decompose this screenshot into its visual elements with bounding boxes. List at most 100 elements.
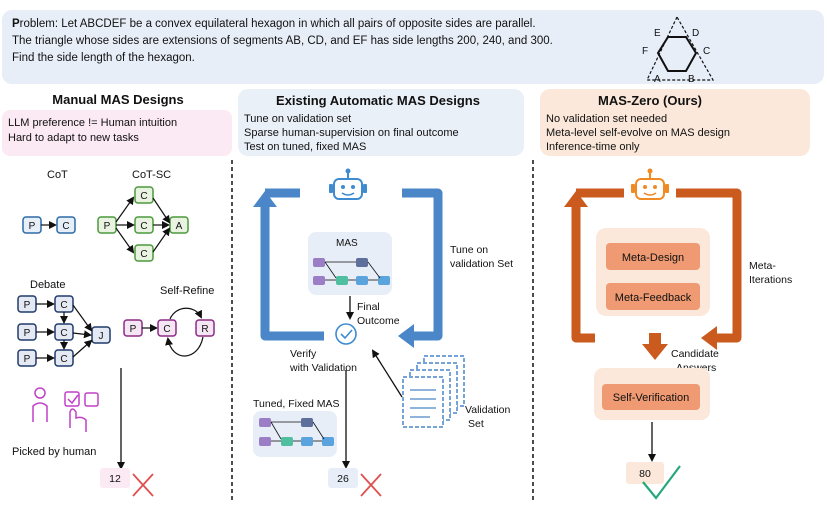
cot-diagram: P C xyxy=(22,216,76,234)
zero-success-check-icon xyxy=(642,465,681,500)
meta-design-box xyxy=(606,243,700,270)
mas-box xyxy=(308,232,392,295)
svg-text:P: P xyxy=(24,328,31,339)
svg-text:A: A xyxy=(176,221,183,232)
hex-label-f: F xyxy=(642,46,648,57)
robot-icon xyxy=(631,168,669,200)
selfrefine-diagram: P C R xyxy=(123,307,215,357)
meta-feedback-label: Meta-Feedback xyxy=(615,292,692,304)
meta-loop-arrow-left xyxy=(571,205,595,343)
hex-label-c: C xyxy=(703,46,710,57)
existing-score-box xyxy=(328,468,358,488)
tune-loop-arrow-right xyxy=(402,188,443,341)
candidate-arrow-shaft xyxy=(649,333,661,345)
tune-loop-arrowhead xyxy=(398,324,414,348)
hexagon-figure: A B C D E F xyxy=(642,15,715,85)
human-picker-icon xyxy=(32,387,99,432)
existing-bullet-1: Tune on validation set xyxy=(244,113,351,125)
robot-icon xyxy=(329,168,367,200)
picked-by-human-label: Picked by human xyxy=(12,446,96,458)
final-outcome-label-1: Final xyxy=(357,301,380,313)
existing-score: 26 xyxy=(337,473,349,485)
svg-text:J: J xyxy=(99,331,104,342)
tune-label-1: Tune on xyxy=(450,244,488,256)
debate-label: Debate xyxy=(30,279,65,291)
problem-line-1: Problem: Let ABCDEF be a convex equilate… xyxy=(12,18,536,30)
zero-bullet-2: Meta-level self-evolve on MAS design xyxy=(546,127,730,139)
existing-bullet-3: Test on tuned, fixed MAS xyxy=(244,141,366,153)
zero-score: 80 xyxy=(639,468,651,480)
zero-bullets-box xyxy=(540,89,810,156)
cot-label: CoT xyxy=(47,169,68,181)
existing-bullet-2: Sparse human-supervision on final outcom… xyxy=(244,127,459,139)
hex-label-b: B xyxy=(688,74,695,85)
manual-bullet-2: Hard to adapt to new tasks xyxy=(8,132,139,144)
debate-diagram: P P P C C C J xyxy=(17,295,111,367)
hex-label-a: A xyxy=(654,74,661,85)
svg-text:C: C xyxy=(140,221,147,232)
selfrefine-label: Self-Refine xyxy=(160,285,214,297)
tune-label-2: validation Set xyxy=(450,258,513,270)
svg-text:P: P xyxy=(29,221,36,232)
cotsc-label: CoT-SC xyxy=(132,169,171,181)
meta-iterations-label-1: Meta- xyxy=(749,260,776,272)
manual-title: Manual MAS Designs xyxy=(52,92,183,107)
zero-title: MAS-Zero (Ours) xyxy=(598,93,702,108)
meta-design-label: Meta-Design xyxy=(622,252,684,264)
hex-label-d: D xyxy=(692,28,699,39)
tuned-mas-box xyxy=(253,411,337,457)
svg-text:P: P xyxy=(104,221,111,232)
self-verification-box xyxy=(602,384,700,410)
hex-label-e: E xyxy=(654,28,661,39)
validation-set-label-2: Set xyxy=(468,418,484,430)
manual-bullets-box xyxy=(2,110,232,156)
problem-box xyxy=(2,10,824,84)
svg-text:C: C xyxy=(140,191,147,202)
verify-loop-arrow-left xyxy=(260,205,324,341)
problem-line-2: The triangle whose sides are extensions … xyxy=(12,35,553,47)
verify-loop-arrowhead xyxy=(253,191,277,207)
svg-text:C: C xyxy=(163,324,170,335)
manual-bullet-1: LLM preference != Human intuition xyxy=(8,117,177,129)
validation-set-label-1: Validation xyxy=(465,404,510,416)
tuned-mas-label: Tuned, Fixed MAS xyxy=(253,398,340,410)
svg-text:P: P xyxy=(24,354,31,365)
validation-set-icon xyxy=(402,355,465,428)
candidate-label-1: Candidate xyxy=(671,348,719,360)
existing-title: Existing Automatic MAS Designs xyxy=(276,93,480,108)
svg-text:C: C xyxy=(60,300,67,311)
self-verification-label: Self-Verification xyxy=(613,392,689,404)
meta-feedback-box xyxy=(606,283,700,310)
svg-text:C: C xyxy=(62,221,69,232)
svg-text:C: C xyxy=(140,249,147,260)
svg-text:C: C xyxy=(60,328,67,339)
meta-iterations-label-2: Iterations xyxy=(749,274,792,286)
tuned-mas-graph xyxy=(259,418,334,446)
meta-loop-arrow-right xyxy=(676,188,742,343)
svg-text:P: P xyxy=(130,324,137,335)
verify-label-2: with Validation xyxy=(289,362,357,374)
manual-fail-cross-icon xyxy=(132,473,154,497)
mas-graph xyxy=(313,258,390,285)
manual-score: 12 xyxy=(109,473,121,485)
candidate-arrowhead xyxy=(642,344,668,360)
svg-text:P: P xyxy=(24,300,31,311)
mas-label: MAS xyxy=(336,238,358,249)
existing-fail-cross-icon xyxy=(360,473,382,497)
meta-loop-arrowhead-left xyxy=(564,191,588,207)
verify-label-1: Verify xyxy=(290,348,317,360)
manual-score-box xyxy=(100,468,130,488)
zero-bullet-1: No validation set needed xyxy=(546,113,667,125)
problem-line-3: Find the side length of the hexagon. xyxy=(12,52,195,64)
existing-bullets-box xyxy=(238,89,524,156)
validation-to-verify-arrow xyxy=(371,349,403,398)
svg-text:C: C xyxy=(60,354,67,365)
zero-score-box xyxy=(626,462,664,484)
zero-bullet-3: Inference-time only xyxy=(546,141,640,153)
check-circle-icon xyxy=(335,323,357,345)
meta-loop-arrowhead-right xyxy=(701,326,717,350)
cotsc-diagram: P C C C A xyxy=(97,186,189,262)
svg-text:R: R xyxy=(201,324,208,335)
final-outcome-label-2: Outcome xyxy=(357,315,400,327)
